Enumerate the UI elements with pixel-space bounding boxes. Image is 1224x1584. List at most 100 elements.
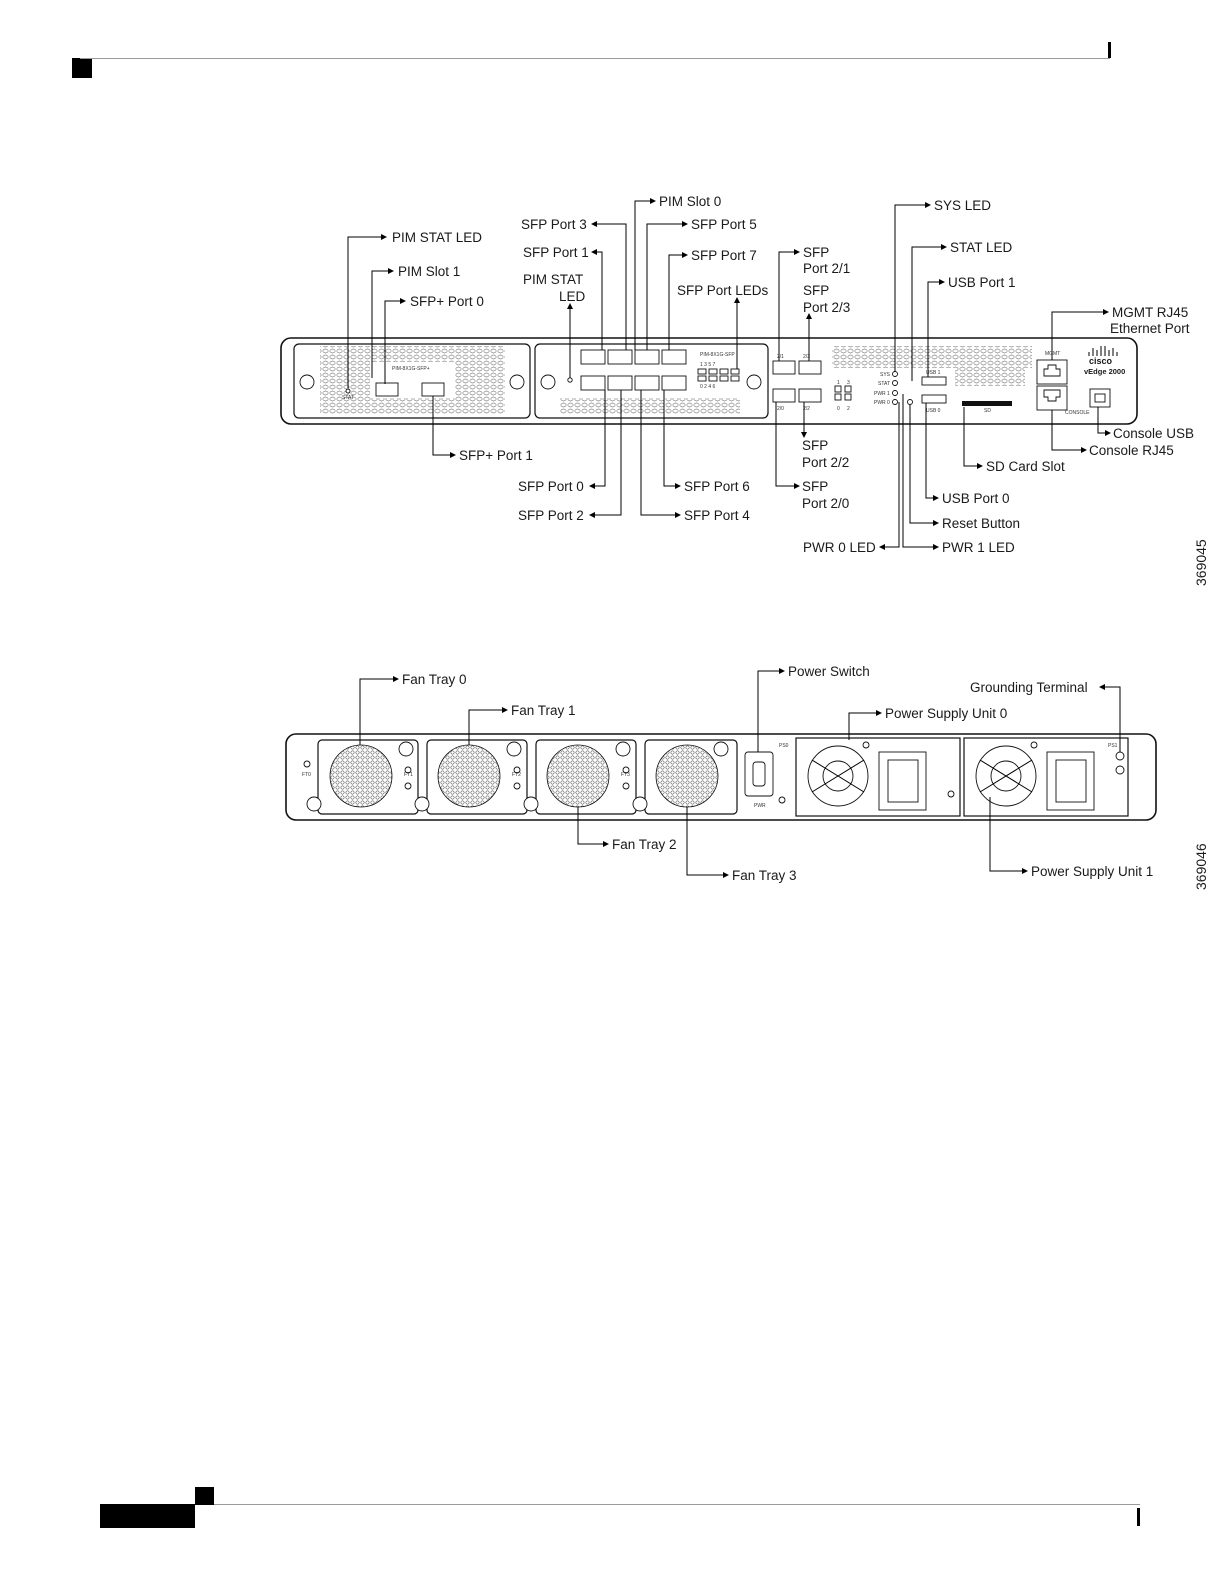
callout-pwr-1-led: PWR 1 LED [942,540,1015,555]
callout-sfp-port-5: SFP Port 5 [691,217,757,232]
ft2-mark: FT2 [512,772,521,778]
callout-console-usb: Console USB [1113,426,1194,441]
footer-tick [1137,1508,1140,1526]
callout-sfp-2-2-b: Port 2/2 [802,455,849,470]
sd-mark: SD [984,408,991,414]
sd-card-slot [962,401,1012,406]
usb-port-0 [921,394,947,404]
callout-grounding-terminal: Grounding Terminal [970,680,1088,695]
usb0-mark: USB 0 [926,408,941,414]
callout-sfp-port-0: SFP Port 0 [518,479,584,494]
sfp-led [697,375,707,382]
sfp-2-led [834,385,842,393]
callout-sfp-2-0-a: SFP [802,479,828,494]
callout-sfp-port-7: SFP Port 7 [691,248,757,263]
callout-sfp-2-2-a: SFP [802,438,828,453]
sfp-led [708,375,718,382]
vent-holes [320,398,505,414]
callout-sfp-port-1: SFP Port 1 [523,245,589,260]
callout-fan-tray-0: Fan Tray 0 [402,672,467,687]
front-panel: PIM-8X1G-SFP+ STAT PIM-8X1G-SFP 1 3 5 7 … [280,337,1138,425]
vent-holes [832,346,1032,368]
vent-holes [320,346,505,362]
front-labels: PIM STAT LED PIM Slot 1 SFP+ Port 0 SFP+… [392,194,1194,555]
sfp-led [719,368,729,375]
header-rule [80,58,1110,59]
model-text: vEdge 2000 [1084,367,1125,376]
sfp-plus-port-1 [421,382,445,397]
pim-stat-led-mid-dot [567,377,573,383]
sfp-port-5-cage [634,349,660,365]
front-leaders [347,198,1111,550]
fan-tray-2 [523,739,637,815]
led-numbers-bottom: 0 2 4 6 [700,384,716,390]
sys-led-dot [892,371,898,377]
ft0-led [303,760,311,768]
callout-sd-card-slot: SD Card Slot [986,459,1065,474]
stat-led-dot [892,380,898,386]
callout-power-switch: Power Switch [788,664,870,679]
callout-sfp-2-3-a: SFP [803,283,829,298]
fan-tray-0 [306,739,419,815]
power-supply-unit-0 [795,737,961,817]
pwr1-mark: PWR 1 [874,391,890,397]
sfp-port-3-cage [607,349,633,365]
sfp-led [730,368,740,375]
vent-holes [455,362,505,398]
vent-holes [320,362,370,398]
sfp-port-2-1 [772,360,796,375]
ps-led [778,796,786,804]
sfp-led [719,375,729,382]
callout-pim-slot-0: PIM Slot 0 [659,194,721,209]
rear-leaders [359,668,1121,878]
callout-power-supply-unit-1: Power Supply Unit 1 [1031,864,1153,879]
led-n1: 1 [837,380,840,386]
pim-left-label: PIM-8X1G-SFP+ [392,366,430,372]
console-mark: CONSOLE [1065,410,1090,416]
callout-sys-led: SYS LED [934,198,991,213]
usb1-mark: USB 1 [926,370,941,376]
callout-stat-led: STAT LED [950,240,1013,255]
pim-right-label: PIM-8X1G-SFP [700,352,735,358]
callout-sfp-port-leds: SFP Port LEDs [677,283,769,298]
sfp-port-6-cage [661,375,687,391]
callout-sfp-plus-port-1: SFP+ Port 1 [459,448,533,463]
callout-usb-port-1: USB Port 1 [948,275,1016,290]
sfp-2-led [844,393,852,401]
callout-pwr-0-led: PWR 0 LED [803,540,876,555]
mgmt-mark: MGMT [1045,351,1060,357]
callout-pim-stat-led-mid-1: PIM STAT [523,272,583,287]
thumbscrew [299,374,315,390]
stat-small-label: STAT [342,395,354,401]
callout-sfp-port-6: SFP Port 6 [684,479,750,494]
sfp-port-0-cage [580,375,606,391]
grounding-stud [1115,765,1125,775]
sfp-led [697,368,707,375]
callout-sfp-port-3: SFP Port 3 [521,217,587,232]
sfp-port-7-cage [661,349,687,365]
callout-sfp-2-1-b: Port 2/1 [803,261,850,276]
sfp-port-4-cage [634,375,660,391]
callout-mgmt-rj45-b: Ethernet Port [1110,321,1190,336]
led-n0: 0 [837,406,840,412]
callout-fan-tray-1: Fan Tray 1 [511,703,576,718]
callout-console-rj45: Console RJ45 [1089,443,1174,458]
rj45-jack [1043,364,1061,377]
led-n3: 3 [847,380,850,386]
pwr0-mark: PWR 0 [874,400,890,406]
port-2-0-mark: 2/0 [777,406,784,412]
sfp-plus-port-0 [375,382,399,397]
sfp-port-2-3 [798,360,822,375]
led-n2: 2 [847,406,850,412]
rear-labels: Fan Tray 0 Fan Tray 1 Fan Tray 2 Fan Tra… [402,664,1153,883]
header-marker [72,58,92,78]
callout-sfp-plus-port-0: SFP+ Port 0 [410,294,484,309]
sys-mark: SYS [880,372,891,378]
stat-mark: STAT [878,381,890,387]
thumbscrew [509,374,525,390]
callout-usb-port-0: USB Port 0 [942,491,1010,506]
power-supply-unit-1 [963,737,1129,817]
reset-button-dot [907,399,913,405]
port-2-3-mark: 2/3 [803,354,810,360]
